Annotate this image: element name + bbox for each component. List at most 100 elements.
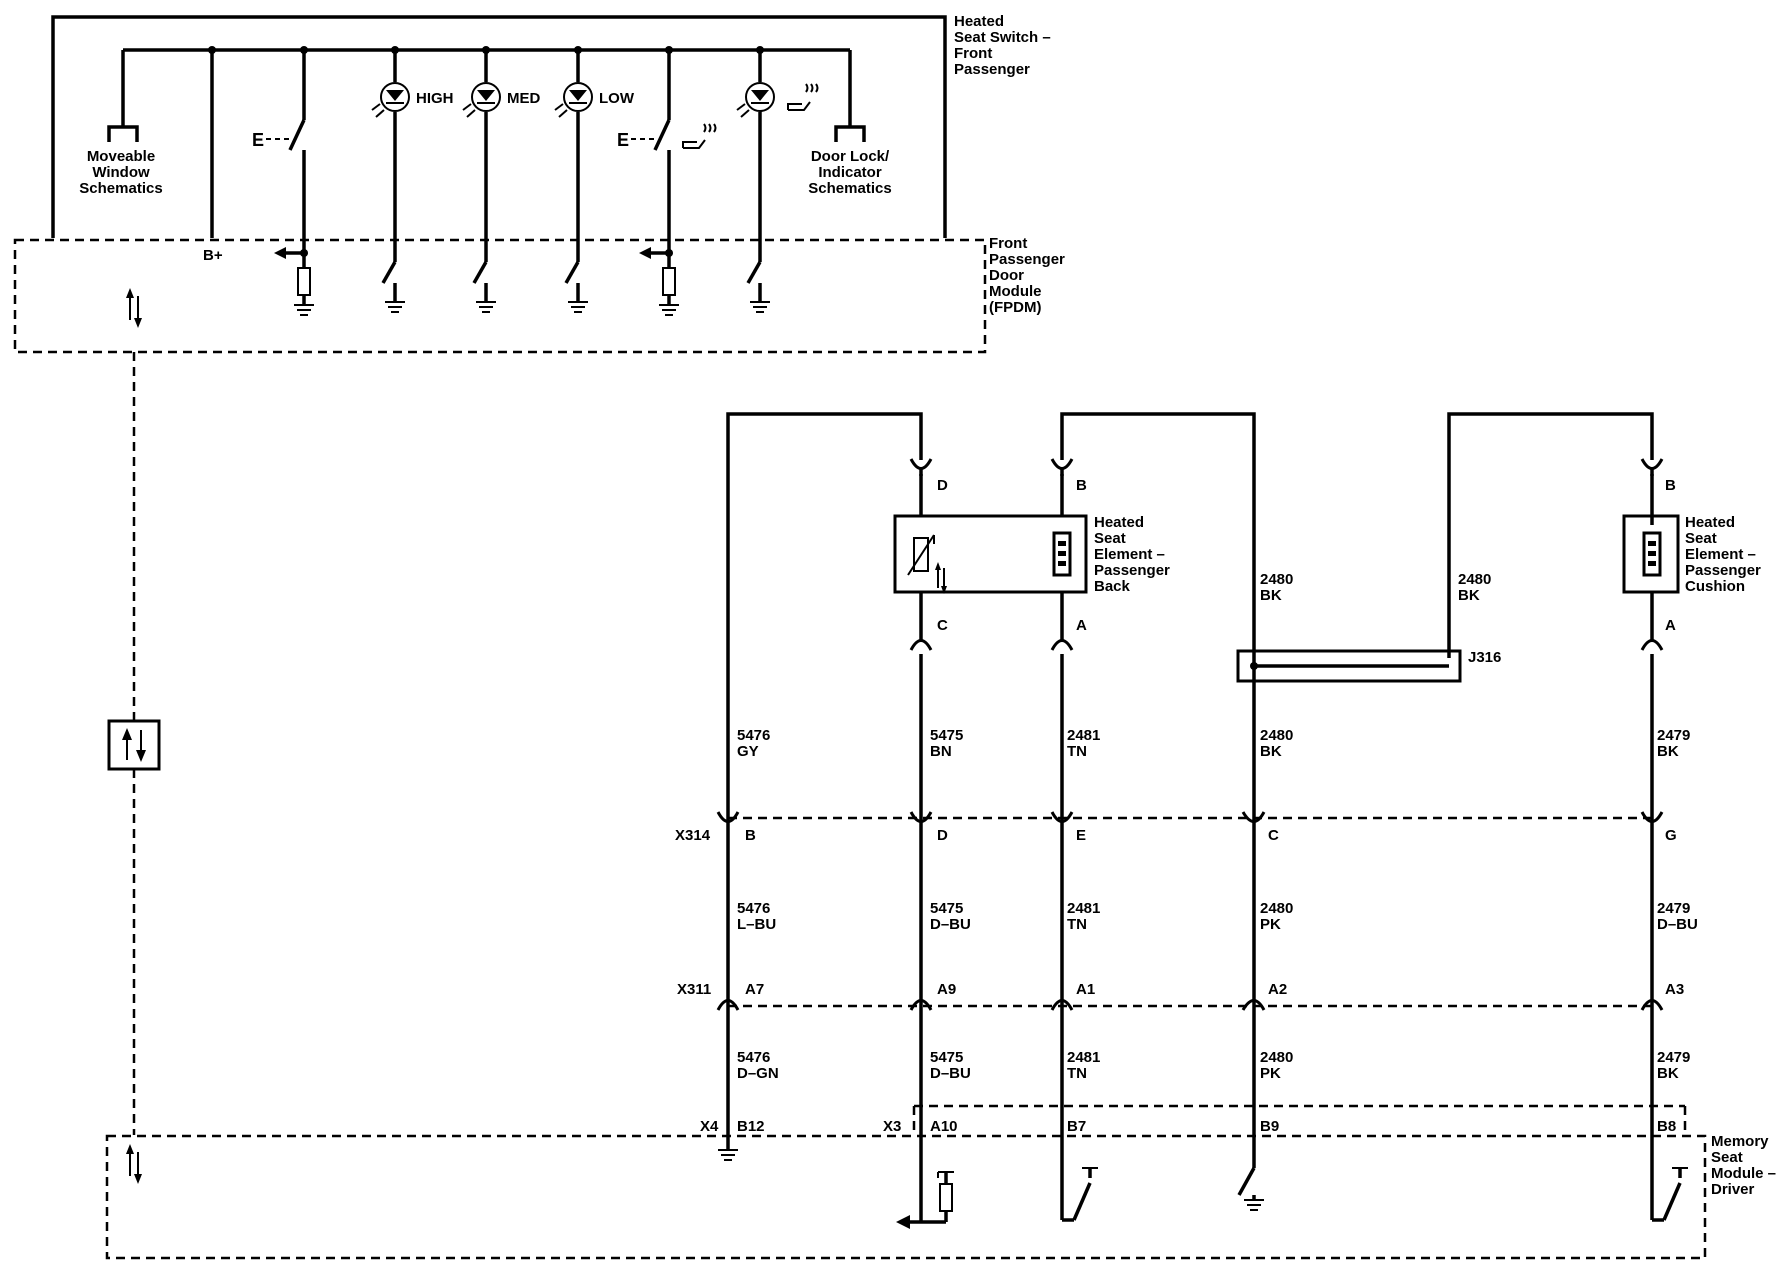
connector-pin-label: G [1665, 827, 1677, 844]
cushion-element-label: Heated Seat Element – Passenger Cushion [1685, 514, 1761, 595]
wire-color-label: TN [1067, 916, 1087, 933]
svg-text:Front: Front [954, 45, 992, 62]
wire-circuit-label: 5475 [930, 727, 963, 744]
door-lock-reference [834, 50, 866, 142]
svg-text:Moveable: Moveable [87, 148, 155, 165]
wire-circuit-label: 2480 [1260, 1049, 1293, 1066]
wire-circuit-label: 2480 [1260, 727, 1293, 744]
wire-circuit-label: 2480 [1260, 571, 1293, 588]
wire-color-label: D–BU [930, 1065, 971, 1082]
momentary-switch-1: E [252, 50, 306, 240]
svg-text:Heated: Heated [1685, 514, 1735, 531]
connector-pin-label: B [1665, 477, 1676, 494]
svg-text:Schematics: Schematics [808, 180, 891, 197]
serial-data-icon [126, 1144, 142, 1184]
memory-seat-module: Memory Seat Module – Driver [105, 1104, 1776, 1260]
connector-pin-b-cushion [1640, 458, 1664, 476]
connector-pin-label: B9 [1260, 1118, 1279, 1135]
wire-color-label: BK [1657, 1065, 1679, 1082]
connector-pin-label: A [1665, 617, 1676, 634]
led-low: LOW [554, 50, 635, 262]
heated-seat-switch: E HIGH MED [51, 13, 1051, 262]
led-indicator-4 [736, 50, 819, 262]
serial-data-circuit [107, 352, 161, 1135]
wire-circuit-label: 2481 [1067, 727, 1100, 744]
svg-text:Schematics: Schematics [79, 180, 162, 197]
heating-element-icon [1052, 531, 1072, 577]
svg-text:Window: Window [92, 164, 150, 181]
connector-pin-label: A10 [930, 1118, 958, 1135]
msm-sensor-input-a10 [896, 1171, 954, 1229]
fpdm-led-driver-low [564, 261, 588, 313]
led-med-label: MED [507, 90, 541, 107]
connector-pin-label: A7 [745, 981, 764, 998]
connector-pin-label: D [937, 477, 948, 494]
fpdm-led-driver-high [381, 261, 405, 313]
momentary-switch-2: E [617, 50, 717, 240]
wire-color-label: D–BU [1657, 916, 1698, 933]
wire-color-label: BN [930, 743, 952, 760]
wire-color-label: BK [1657, 743, 1679, 760]
led-high: HIGH [371, 50, 454, 262]
wire-circuit-label: 2481 [1067, 900, 1100, 917]
connector-pin-label: C [1268, 827, 1279, 844]
connector-pin-label: B12 [737, 1118, 765, 1135]
svg-text:Passenger: Passenger [954, 61, 1030, 78]
seat-heat-icon [787, 83, 819, 111]
bplus-label: B+ [203, 247, 223, 264]
fpdm-label: Front Passenger Door Module (FPDM) [989, 235, 1065, 316]
svg-text:Module: Module [989, 283, 1042, 300]
splice-label: J316 [1468, 649, 1501, 666]
connector-pin-label: A9 [937, 981, 956, 998]
connector-pin-label: B [745, 827, 756, 844]
wire-color-label: GY [737, 743, 759, 760]
connector-pin-label: A1 [1076, 981, 1095, 998]
svg-text:Passenger: Passenger [1094, 562, 1170, 579]
svg-text:Heated: Heated [954, 13, 1004, 30]
svg-text:Module –: Module – [1711, 1165, 1776, 1182]
wire-circuit-label: 5476 [737, 727, 770, 744]
wire-circuit-label: 5475 [930, 900, 963, 917]
fpdm-led-driver-med [472, 261, 496, 313]
wire-circuit-label: 2480 [1260, 900, 1293, 917]
msm-driver-b7 [1060, 1167, 1098, 1222]
switch-label: Heated Seat Switch – Front Passenger [954, 13, 1051, 78]
door-lock-label: Door Lock/ Indicator Schematics [808, 148, 891, 197]
fpdm-input-2 [639, 240, 679, 316]
svg-text:Seat: Seat [1685, 530, 1717, 547]
x4-label: X4 [700, 1118, 719, 1135]
wire-circuit-label: 2481 [1067, 1049, 1100, 1066]
heated-seat-element-back: Heated Seat Element – Passenger Back [893, 514, 1170, 595]
wire-color-label: BK [1458, 587, 1480, 604]
led-med: MED [462, 50, 541, 262]
connector-pin-label: B7 [1067, 1118, 1086, 1135]
connector-pin-label: A2 [1268, 981, 1287, 998]
fpdm-led-driver-4 [746, 261, 770, 313]
wire-circuit-label: 2479 [1657, 900, 1690, 917]
wire-labels: 2480 BK 2480 BK 5476 GY 5475 BN 2481 TN … [737, 571, 1698, 1082]
x311-label: X311 [677, 981, 711, 998]
wire-circuit-label: 5476 [737, 1049, 770, 1066]
svg-text:Front: Front [989, 235, 1027, 252]
svg-text:(FPDM): (FPDM) [989, 299, 1042, 316]
wire-circuit-label: 2479 [1657, 1049, 1690, 1066]
svg-text:Door: Door [989, 267, 1024, 284]
connector-pin-label: E [1076, 827, 1086, 844]
harness-wires [716, 412, 1664, 1200]
svg-text:Passenger: Passenger [1685, 562, 1761, 579]
msm-ground-b12 [718, 1149, 738, 1161]
svg-text:Cushion: Cushion [1685, 578, 1745, 595]
switch-1-actuator: E [252, 130, 264, 150]
x314-label: X314 [675, 827, 711, 844]
svg-text:Heated: Heated [1094, 514, 1144, 531]
svg-text:Passenger: Passenger [989, 251, 1065, 268]
connector-pin-b-top [1050, 458, 1074, 476]
front-passenger-door-module: B+ [13, 235, 1065, 354]
connector-pin-label: D [937, 827, 948, 844]
connector-pin-label: A3 [1665, 981, 1684, 998]
x3-label: X3 [883, 1118, 901, 1135]
switch-2-actuator: E [617, 130, 629, 150]
msm-driver-b9 [1237, 1132, 1264, 1211]
svg-text:Back: Back [1094, 578, 1131, 595]
